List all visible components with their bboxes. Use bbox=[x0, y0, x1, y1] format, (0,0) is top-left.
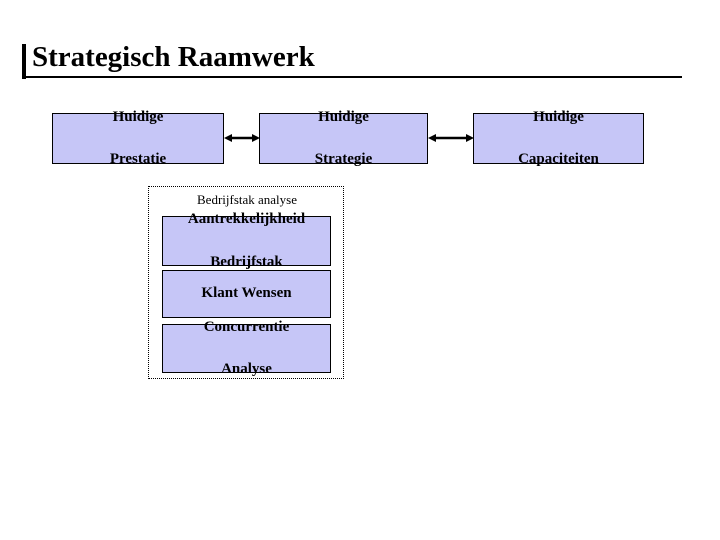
box-huidige-capaciteiten-line2: Capaciteiten bbox=[518, 151, 599, 168]
box-aantrekkelijkheid-line1: Aantrekkelijkheid bbox=[187, 211, 306, 228]
double-arrow-icon-strategie-capaciteiten bbox=[428, 131, 474, 145]
group-bedrijfstak-label: Bedrijfstak analyse bbox=[197, 192, 297, 207]
box-huidige-strategie-line2: Strategie bbox=[314, 151, 373, 168]
box-huidige-prestatie-line2: Prestatie bbox=[109, 151, 167, 168]
double-arrow-icon-prestatie-strategie bbox=[224, 131, 260, 145]
group-bedrijfstak-analyse: Bedrijfstak analyse bbox=[148, 186, 344, 379]
box-concurrentie-line2: Analyse bbox=[221, 361, 272, 378]
box-aantrekkelijkheid-line2: Bedrijfstak bbox=[210, 253, 283, 270]
box-concurrentie-line1: Concurrentie bbox=[203, 318, 290, 335]
title-text: Strategisch Raamwerk bbox=[32, 41, 315, 73]
page-title: Strategisch Raamwerk bbox=[22, 40, 682, 82]
box-klant-wensen-text: Klant Wensen bbox=[201, 285, 292, 302]
box-klant-wensen[interactable]: Klant Wensen bbox=[162, 270, 331, 318]
title-underline-rule bbox=[22, 76, 682, 78]
box-huidige-capaciteiten-line1: Huidige bbox=[533, 108, 584, 125]
title-accent-bar bbox=[22, 44, 26, 79]
box-huidige-prestatie-line1: Huidige bbox=[112, 108, 164, 125]
box-huidige-strategie-line1: Huidige bbox=[318, 108, 369, 125]
